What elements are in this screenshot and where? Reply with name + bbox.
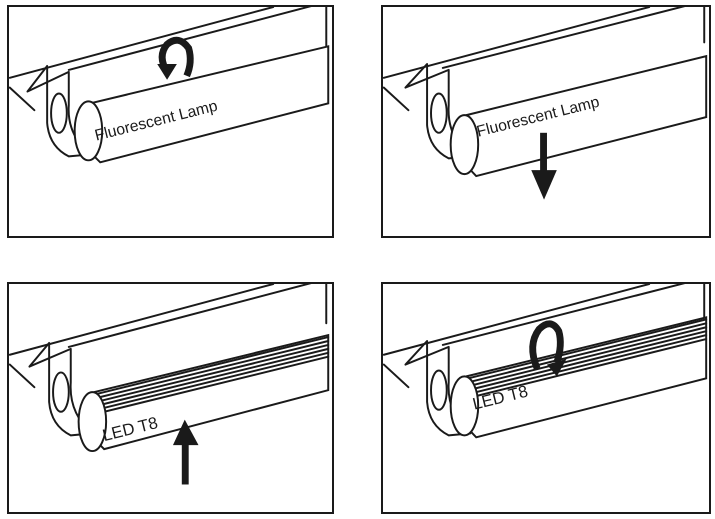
insert-led-illustration: LED T8 <box>9 284 330 485</box>
fixture-top-line <box>441 7 706 69</box>
fixture-edge-line <box>383 86 410 112</box>
down-arrow-icon <box>531 132 557 200</box>
step-1-panel: Fluorescent Lamp <box>7 5 334 238</box>
fixture-edge-line <box>383 363 410 389</box>
fixture-top-line <box>67 7 328 71</box>
led-tube <box>456 316 708 439</box>
lamp-holder-socket <box>50 92 68 134</box>
tube-end-cap <box>449 114 480 176</box>
fixture-top-line <box>441 284 706 346</box>
up-arrow-icon <box>172 419 199 485</box>
fluorescent-tube <box>456 54 708 178</box>
rotate-arrow-icon <box>529 320 567 377</box>
fixture-edge-line <box>9 363 36 389</box>
fixture-edge-line <box>383 284 651 356</box>
step-4-panel: LED T8 <box>381 282 711 514</box>
lamp-holder-socket <box>430 369 448 411</box>
lamp-holder-socket <box>52 371 70 413</box>
rotate-led-illustration: LED T8 <box>383 284 708 439</box>
rotate-arrow-icon <box>157 36 194 80</box>
tube-end-cap <box>73 100 104 162</box>
fixture-edge-line <box>383 7 651 79</box>
fixture-edge-line <box>9 284 275 356</box>
remove-fluorescent-illustration: Fluorescent Lamp <box>383 7 708 200</box>
tube-end-cap <box>77 391 108 453</box>
step-3-panel: LED T8 <box>7 282 334 514</box>
rotate-fluorescent-illustration: Fluorescent Lamp <box>9 7 330 164</box>
fixture-edge-line <box>9 86 36 112</box>
tube-end-cap <box>449 375 480 437</box>
lamp-holder-socket <box>430 92 448 134</box>
fixture-edge-line <box>9 7 275 79</box>
led-lens-ribs <box>467 318 708 399</box>
fixture-top-line <box>67 284 328 348</box>
led-lens-ribs <box>95 336 330 415</box>
step-2-panel: Fluorescent Lamp <box>381 5 711 238</box>
lamp-holder <box>26 64 92 158</box>
